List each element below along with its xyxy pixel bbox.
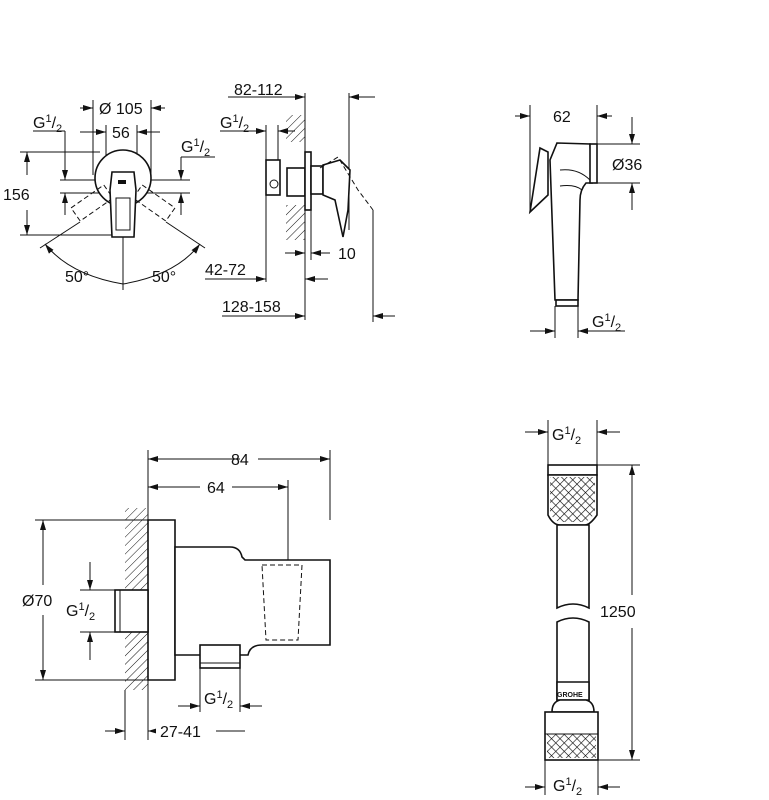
thread-label-left: G1/2	[33, 113, 62, 135]
dim-plate-10: 10	[338, 246, 356, 263]
thread-label-hose-top: G1/2	[552, 425, 581, 447]
hose-logo: GROHE	[557, 692, 583, 699]
wall-elbow-view: 84 64 Ø70 G1/2 G1/2 27-41	[22, 450, 331, 741]
hand-shower-view: 62 Ø36 G1/2	[515, 105, 642, 338]
thread-label-elbow-outlet: G1/2	[204, 689, 233, 711]
dim-diameter-70: Ø70	[22, 593, 52, 610]
dim-hose-length-1250: 1250	[600, 604, 636, 621]
angle-left-50: 50°	[65, 269, 89, 286]
dim-height-156: 156	[3, 187, 30, 204]
dim-outlet-64: 64	[207, 480, 225, 497]
dim-min-depth-42-72: 42-72	[205, 262, 246, 279]
thread-label-elbow-inlet: G1/2	[66, 601, 95, 623]
dim-depth-82-112: 82-112	[234, 82, 283, 99]
dim-length-62: 62	[553, 109, 571, 126]
dim-depth-84: 84	[231, 452, 249, 469]
angle-right-50: 50°	[152, 269, 176, 286]
valve-side-view: 82-112 G1/2 10 42-72 128-158	[205, 82, 395, 322]
dim-wall-range-27-41: 27-41	[160, 724, 201, 741]
thread-label-hose-bottom: G1/2	[553, 776, 582, 798]
dim-diameter-105: Ø 105	[99, 101, 143, 118]
hose-view: G1/2 GROHE 1250 G1/2	[525, 420, 640, 798]
thread-label-side: G1/2	[220, 113, 249, 135]
thread-label-shower: G1/2	[592, 312, 621, 334]
thread-label-right: G1/2	[181, 137, 210, 159]
dim-width-56: 56	[112, 125, 130, 142]
dim-overall-128-158: 128-158	[222, 299, 281, 316]
dim-diameter-36: Ø36	[612, 157, 642, 174]
valve-front-view: Ø 105 56 G1/2 G1/2 156 50° 50°	[3, 100, 215, 290]
